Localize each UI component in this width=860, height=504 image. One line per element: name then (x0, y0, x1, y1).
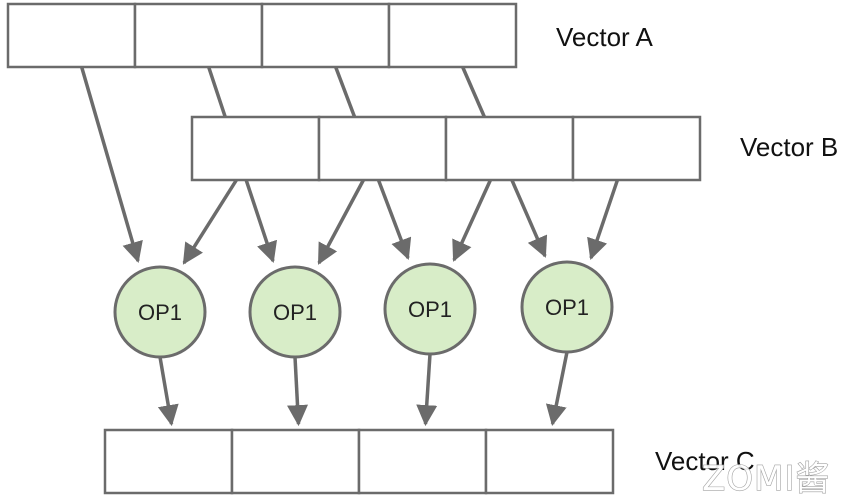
op-node-circle (383, 262, 477, 356)
vector-b-cell (444, 115, 575, 182)
op-node-circle (113, 265, 207, 359)
op-node-label: OP1 (273, 300, 317, 325)
op-node-circle (520, 260, 614, 354)
vector-b (190, 115, 702, 182)
vector-a-cell (387, 2, 518, 69)
edge-op-to-c (157, 356, 179, 427)
op-node-label: OP1 (545, 295, 589, 320)
vector-c-label: Vector C (655, 446, 755, 476)
edge-op-to-c (416, 353, 438, 427)
vector-a-label: Vector A (556, 22, 653, 52)
vector-a (6, 2, 518, 69)
op-node-label: OP1 (138, 300, 182, 325)
vector-a-cell (260, 2, 391, 69)
op-node: OP1 (113, 265, 207, 359)
op-node-label: OP1 (408, 297, 452, 322)
edge-a-to-op (79, 66, 143, 264)
op-node: OP1 (383, 262, 477, 356)
vector-b-label: Vector B (740, 132, 838, 162)
edge-b-to-op (182, 179, 238, 265)
vector-b-cell (571, 115, 702, 182)
vector-b-cell (317, 115, 448, 182)
vector-c-cell (103, 428, 234, 495)
vector-a-cell (6, 2, 137, 69)
edge-b-to-op (587, 179, 620, 260)
op-node: OP1 (520, 260, 614, 354)
operation-nodes: OP1 OP1 OP1 OP1 (113, 260, 614, 359)
vector-c-cell (357, 428, 488, 495)
edge-op-to-c (545, 351, 569, 427)
vector-c-cell (484, 428, 615, 495)
vector-c-cell (230, 428, 361, 495)
edge-b-to-op (452, 179, 493, 262)
edge-op-to-c (287, 356, 308, 427)
vector-b-cell (190, 115, 321, 182)
vector-c (103, 428, 615, 495)
edge-b-to-op (317, 179, 365, 265)
op-node-circle (248, 265, 342, 359)
op-node: OP1 (248, 265, 342, 359)
vector-a-cell (133, 2, 264, 69)
watermark-text: ZOMI酱 (702, 459, 830, 499)
